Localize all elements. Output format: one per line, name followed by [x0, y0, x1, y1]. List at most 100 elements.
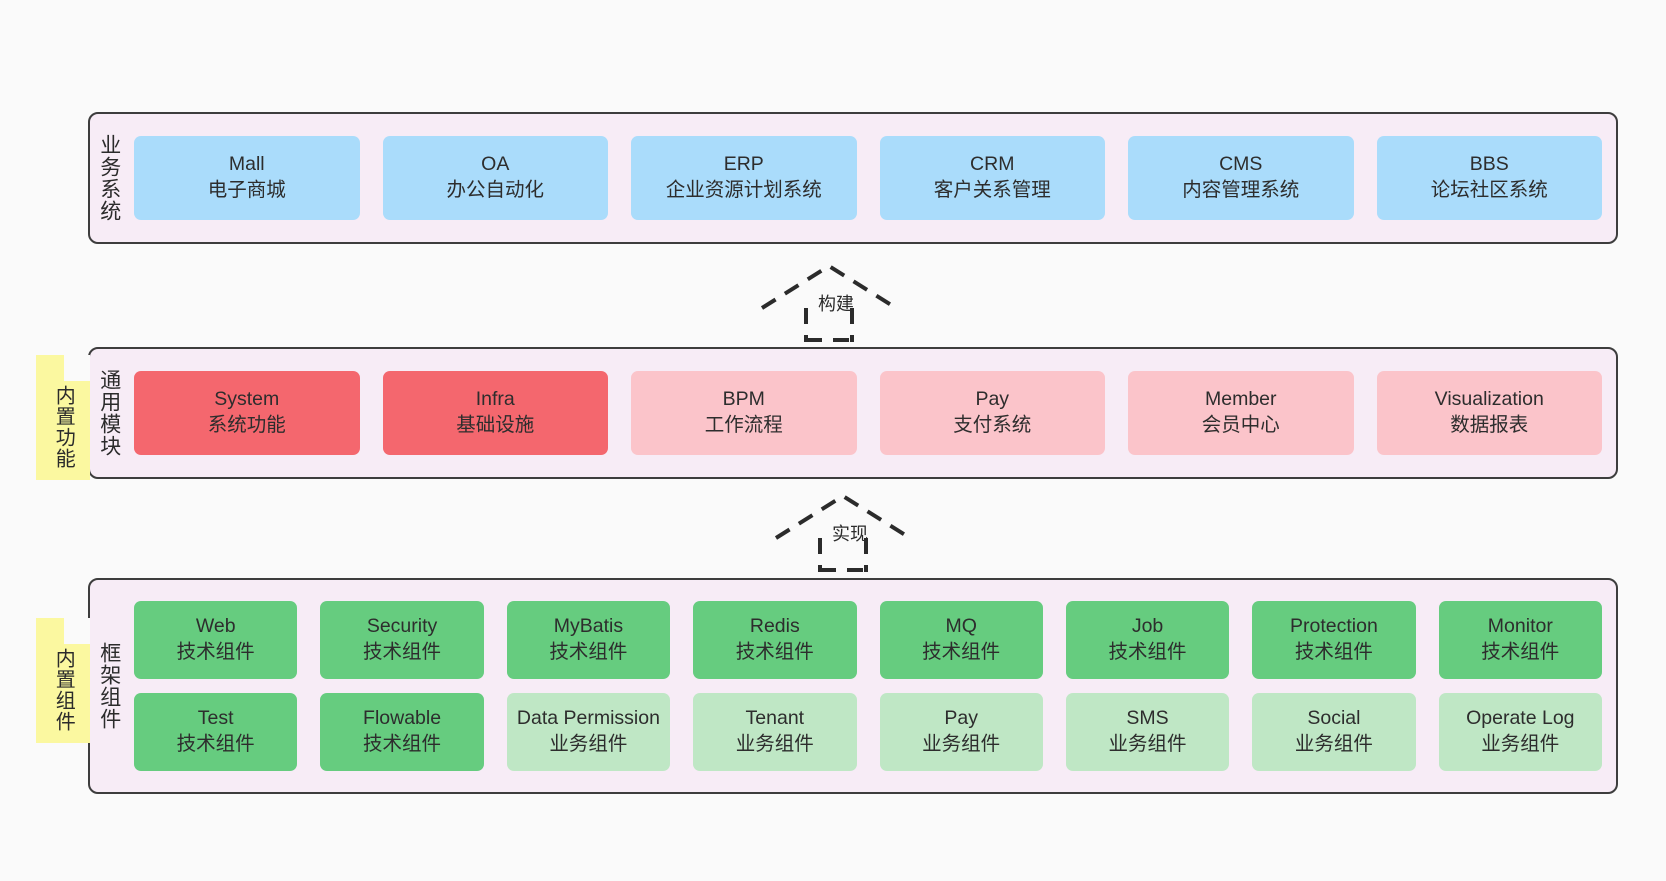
card-web[interactable]: Web 技术组件 [134, 601, 298, 679]
card-subtitle: 技术组件 [1294, 641, 1373, 663]
card-title: Pay [944, 707, 978, 730]
connector-build: 构建 [756, 262, 906, 342]
card-subtitle: 内容管理系统 [1182, 179, 1300, 201]
sticky-note-label: 内置功能 [52, 384, 75, 469]
card-title: OA [481, 153, 510, 176]
card-visualization[interactable]: Visualization 数据报表 [1376, 371, 1602, 455]
card-subtitle: 业务组件 [549, 733, 628, 755]
connector-implement-label: 实现 [832, 524, 868, 544]
card-title: MyBatis [553, 615, 624, 638]
card-social[interactable]: Social 业务组件 [1252, 693, 1416, 771]
section-label-framework-components: 框架组件 [97, 642, 121, 730]
card-subtitle: 技术组件 [922, 641, 1001, 663]
card-erp[interactable]: ERP 企业资源计划系统 [631, 136, 857, 220]
section-business-system: 业务系统 Mall 电子商城 OA 办公自动化 ERP 企业资源计划系统 CRM… [88, 112, 1618, 244]
framework-tech-row: Web 技术组件 Security 技术组件 MyBatis 技术组件 Redi… [134, 601, 1602, 679]
card-member[interactable]: Member 会员中心 [1128, 371, 1354, 455]
card-title: Data Permission [516, 707, 660, 730]
section-common-modules: 通用模块 System 系统功能 Infra 基础设施 BPM 工作流程 Pay… [88, 347, 1618, 479]
card-monitor[interactable]: Monitor 技术组件 [1438, 601, 1602, 679]
card-mq[interactable]: MQ 技术组件 [879, 601, 1043, 679]
section-label-common-modules: 通用模块 [97, 369, 121, 457]
card-sms[interactable]: SMS 业务组件 [1065, 693, 1230, 771]
card-title: Web [195, 615, 236, 638]
card-subtitle: 业务组件 [735, 733, 814, 755]
card-data-permission[interactable]: Data Permission 业务组件 [506, 693, 671, 771]
card-infra[interactable]: Infra 基础设施 [382, 371, 608, 455]
card-subtitle: 技术组件 [549, 641, 628, 663]
card-subtitle: 技术组件 [363, 641, 442, 663]
card-subtitle: 支付系统 [953, 414, 1032, 436]
card-subtitle: 基础设施 [456, 414, 535, 436]
card-subtitle: 办公自动化 [446, 179, 544, 201]
card-subtitle: 技术组件 [1108, 641, 1187, 663]
dashed-hollow-arrow-up-icon [774, 493, 912, 572]
card-title: Security [366, 615, 438, 638]
card-pay-business[interactable]: Pay 业务组件 [879, 693, 1043, 771]
card-flowable[interactable]: Flowable 技术组件 [320, 693, 484, 771]
card-title: Test [197, 707, 234, 730]
card-system[interactable]: System 系统功能 [134, 371, 360, 455]
card-subtitle: 客户关系管理 [933, 179, 1051, 201]
card-subtitle: 电子商城 [207, 179, 286, 201]
card-title: Member [1204, 388, 1277, 411]
card-subtitle: 业务组件 [1108, 733, 1187, 755]
sticky-note-label: 内置组件 [52, 647, 75, 732]
card-title: Monitor [1487, 615, 1553, 638]
section-framework-components: 框架组件 Web 技术组件 Security 技术组件 MyBatis 技术组件… [88, 578, 1618, 794]
card-mall[interactable]: Mall 电子商城 [134, 136, 360, 220]
card-operate-log[interactable]: Operate Log 业务组件 [1438, 693, 1602, 771]
card-subtitle: 业务组件 [922, 733, 1001, 755]
business-system-row: Mall 电子商城 OA 办公自动化 ERP 企业资源计划系统 CRM 客户关系… [134, 136, 1602, 220]
card-title: Protection [1290, 615, 1378, 638]
connector-build-label: 构建 [818, 294, 854, 314]
card-subtitle: 企业资源计划系统 [665, 179, 822, 201]
card-title: Redis [749, 615, 800, 638]
card-security[interactable]: Security 技术组件 [320, 601, 484, 679]
card-subtitle: 工作流程 [704, 414, 783, 436]
card-title: Infra [475, 388, 515, 411]
sticky-note-builtin-component: 内置组件 [36, 618, 90, 743]
section-label-business-system: 业务系统 [97, 134, 121, 222]
card-subtitle: 论坛社区系统 [1430, 179, 1548, 201]
card-subtitle: 系统功能 [207, 414, 286, 436]
card-cms[interactable]: CMS 内容管理系统 [1128, 136, 1354, 220]
card-title: Operate Log [1466, 707, 1575, 730]
card-title: Visualization [1434, 388, 1544, 411]
framework-business-row: Test 技术组件 Flowable 技术组件 Data Permission … [134, 693, 1602, 771]
connector-implement: 实现 [770, 492, 920, 572]
section-body-framework-components: Web 技术组件 Security 技术组件 MyBatis 技术组件 Redi… [128, 580, 1616, 792]
card-redis[interactable]: Redis 技术组件 [693, 601, 857, 679]
section-body-common-modules: System 系统功能 Infra 基础设施 BPM 工作流程 Pay 支付系统… [128, 349, 1616, 477]
card-subtitle: 技术组件 [1481, 641, 1560, 663]
card-pay[interactable]: Pay 支付系统 [879, 371, 1105, 455]
card-title: Mall [228, 153, 265, 176]
card-title: ERP [723, 153, 764, 176]
card-title: Job [1131, 615, 1164, 638]
section-body-business-system: Mall 电子商城 OA 办公自动化 ERP 企业资源计划系统 CRM 客户关系… [128, 114, 1616, 242]
card-subtitle: 会员中心 [1201, 414, 1280, 436]
card-mybatis[interactable]: MyBatis 技术组件 [506, 601, 671, 679]
card-subtitle: 业务组件 [1481, 733, 1560, 755]
card-title: Social [1307, 707, 1361, 730]
card-job[interactable]: Job 技术组件 [1065, 601, 1230, 679]
card-title: MQ [945, 615, 977, 638]
card-subtitle: 技术组件 [176, 733, 255, 755]
card-bpm[interactable]: BPM 工作流程 [631, 371, 857, 455]
card-title: BPM [722, 388, 765, 411]
card-subtitle: 技术组件 [363, 733, 442, 755]
card-oa[interactable]: OA 办公自动化 [382, 136, 608, 220]
card-crm[interactable]: CRM 客户关系管理 [879, 136, 1105, 220]
card-title: System [214, 388, 280, 411]
card-test[interactable]: Test 技术组件 [134, 693, 298, 771]
dashed-hollow-arrow-up-icon [760, 263, 898, 342]
common-modules-row: System 系统功能 Infra 基础设施 BPM 工作流程 Pay 支付系统… [134, 371, 1602, 455]
card-title: CMS [1219, 153, 1263, 176]
card-title: SMS [1126, 707, 1169, 730]
card-title: Pay [975, 388, 1010, 411]
card-bbs[interactable]: BBS 论坛社区系统 [1376, 136, 1602, 220]
card-subtitle: 数据报表 [1450, 414, 1529, 436]
card-protection[interactable]: Protection 技术组件 [1252, 601, 1416, 679]
card-tenant[interactable]: Tenant 业务组件 [693, 693, 857, 771]
